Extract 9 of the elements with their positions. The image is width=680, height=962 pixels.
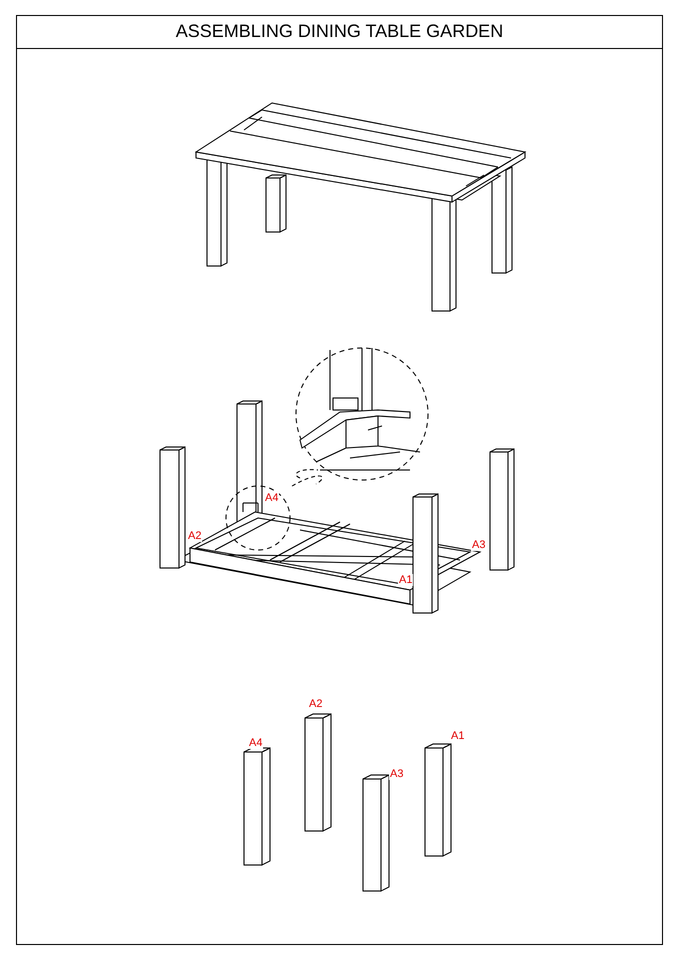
part-label: A2 <box>308 698 324 710</box>
part-label: A3 <box>389 768 404 780</box>
title: ASSEMBLING DINING TABLE GARDEN <box>16 15 663 49</box>
part-label: A1 <box>398 574 414 586</box>
part-label: A2 <box>187 530 202 542</box>
part-label: A3 <box>471 539 486 551</box>
part-label: A4 <box>264 492 280 504</box>
part-label: A4 <box>248 737 264 749</box>
part-label: A1 <box>450 730 466 742</box>
